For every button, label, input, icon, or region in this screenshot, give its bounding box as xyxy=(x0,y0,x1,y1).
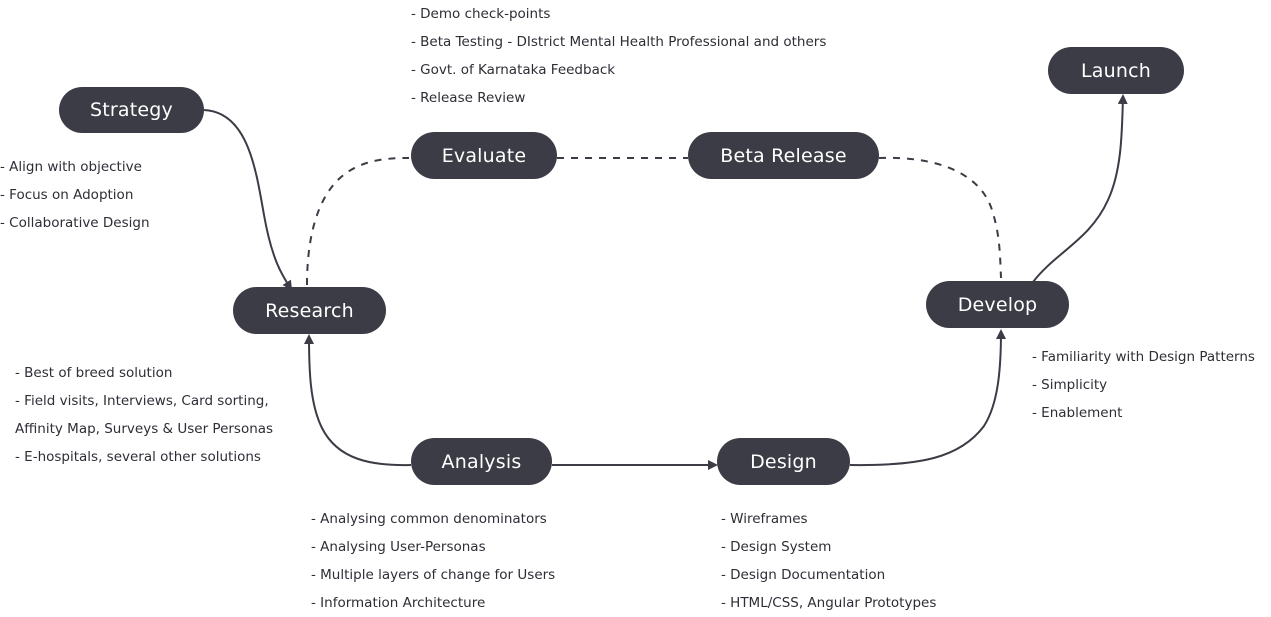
note-line: - Enablement xyxy=(1032,405,1123,421)
note-line: - Align with objective xyxy=(0,159,142,175)
note-line: - Design System xyxy=(721,539,832,555)
notes-analysis: - Analysing common denominators - Analys… xyxy=(311,505,555,617)
node-research: Research xyxy=(233,287,386,334)
note-line: - Collaborative Design xyxy=(0,215,150,231)
notes-strategy: - Align with objective - Focus on Adopti… xyxy=(0,153,150,237)
note-line: - Demo check-points xyxy=(411,6,551,22)
notes-evaluate: - Demo check-points - Beta Testing - DIs… xyxy=(411,0,826,112)
note-line: - Release Review xyxy=(411,90,526,106)
note-line: - Field visits, Interviews, Card sorting… xyxy=(15,393,269,409)
note-line: - Wireframes xyxy=(721,511,808,527)
node-strategy: Strategy xyxy=(59,87,204,133)
note-line: Affinity Map, Surveys & User Personas xyxy=(15,421,274,437)
note-line: - Analysing User-Personas xyxy=(311,539,486,555)
node-design: Design xyxy=(717,438,850,485)
node-launch: Launch xyxy=(1048,47,1184,94)
node-develop: Develop xyxy=(926,281,1069,328)
note-line: - Simplicity xyxy=(1032,377,1108,393)
node-evaluate: Evaluate xyxy=(411,132,557,179)
notes-develop: - Familiarity with Design Patterns - Sim… xyxy=(1032,343,1255,427)
note-line: - Familiarity with Design Patterns xyxy=(1032,349,1255,365)
note-line: - HTML/CSS, Angular Prototypes xyxy=(721,595,937,611)
note-line: - Focus on Adoption xyxy=(0,187,134,203)
note-line: - E-hospitals, several other solutions xyxy=(15,449,261,465)
note-line: - Design Documentation xyxy=(721,567,886,583)
notes-research: - Best of breed solution - Field visits,… xyxy=(15,359,273,471)
edge-develop-to-launch xyxy=(1032,94,1128,283)
note-line: - Information Architecture xyxy=(311,595,486,611)
edge-strategy-to-research xyxy=(203,109,293,291)
note-line: - Best of breed solution xyxy=(15,365,173,381)
note-line: - Analysing common denominators xyxy=(311,511,547,527)
node-beta-release: Beta Release xyxy=(688,132,879,179)
edge-design-to-develop xyxy=(849,329,1006,467)
edge-analysis-to-research xyxy=(304,334,412,467)
notes-design: - Wireframes - Design System - Design Do… xyxy=(721,505,936,617)
node-analysis: Analysis xyxy=(411,438,552,485)
edge-beta-release-to-develop xyxy=(878,156,1002,279)
note-line: - Multiple layers of change for Users xyxy=(311,567,556,583)
note-line: - Beta Testing - DIstrict Mental Health … xyxy=(411,34,827,50)
edge-research-to-evaluate xyxy=(306,157,410,286)
note-line: - Govt. of Karnataka Feedback xyxy=(411,62,616,78)
